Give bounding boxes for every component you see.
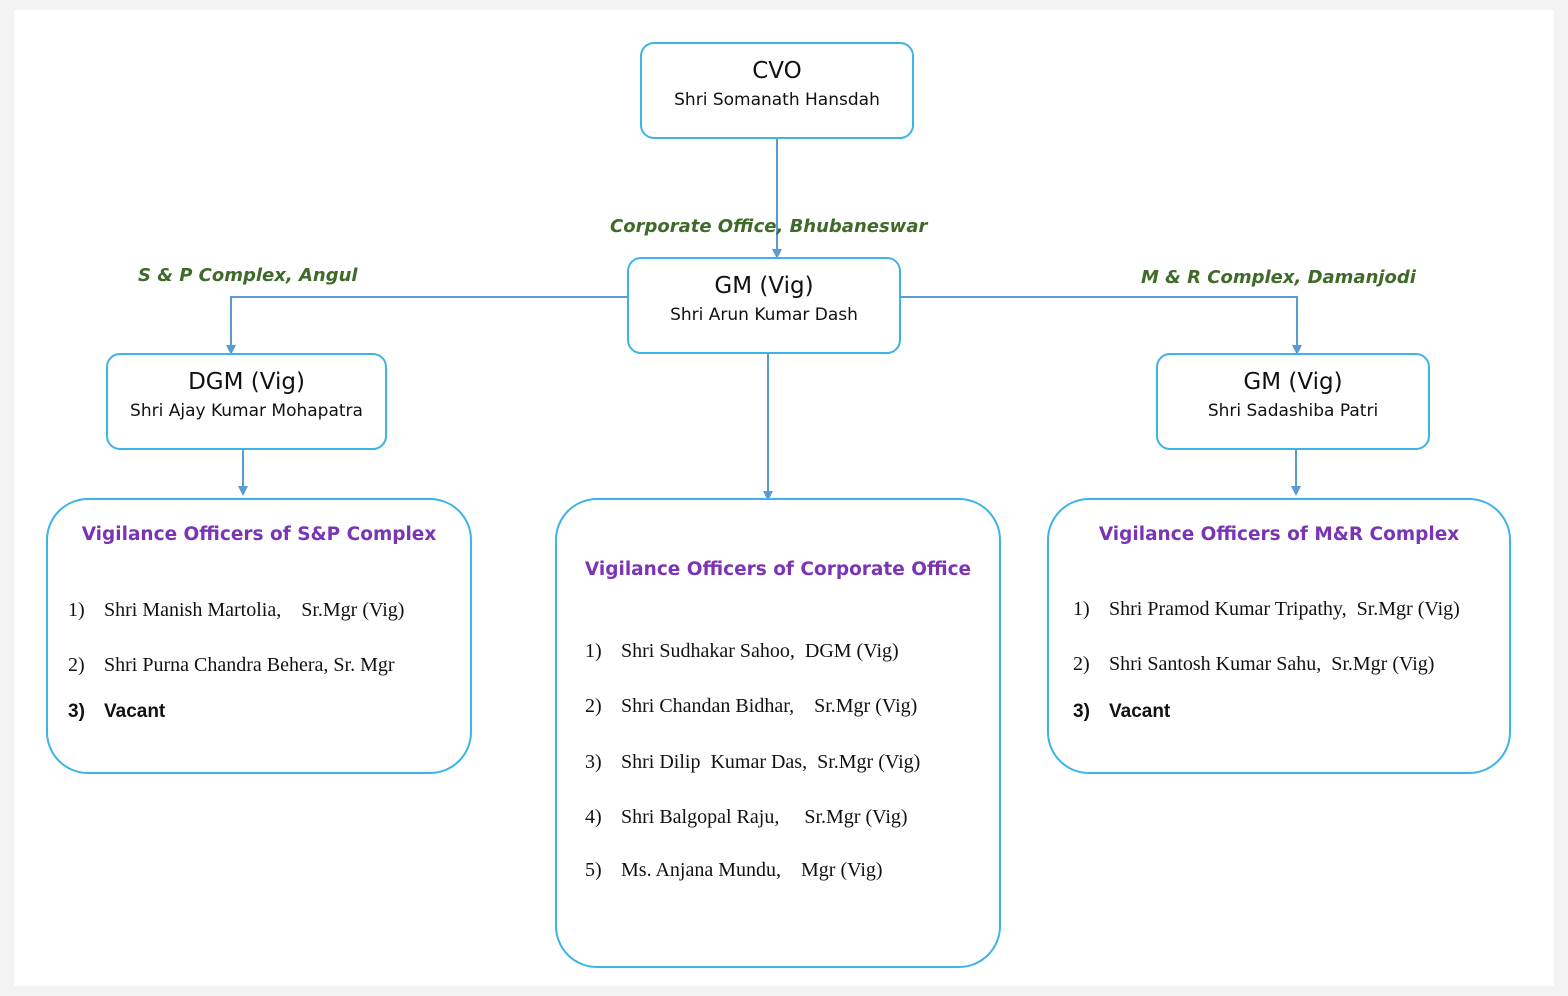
sp-officers-title: Vigilance Officers of S&P Complex bbox=[81, 524, 437, 545]
org-chart: Corporate Office, Bhubaneswar S & P Comp… bbox=[14, 10, 1554, 986]
mr-head-node: GM (Vig) Shri Sadashiba Patri bbox=[1156, 353, 1430, 450]
sp-officers-group: Vigilance Officers of S&P Complex 1)Shri… bbox=[46, 498, 472, 774]
connector-gm-to-sp-head bbox=[226, 296, 627, 355]
list-item: 3)Vacant bbox=[68, 701, 166, 722]
corporate-head-node: GM (Vig) Shri Arun Kumar Dash bbox=[627, 257, 901, 354]
mr-officers-title: Vigilance Officers of M&R Complex bbox=[1098, 524, 1460, 545]
cvo-name: Shri Somanath Hansdah bbox=[674, 90, 880, 110]
list-item: 3)Shri Dilip Kumar Das, Sr.Mgr (Vig) bbox=[585, 751, 921, 773]
corporate-location-label: Corporate Office, Bhubaneswar bbox=[610, 216, 928, 237]
cvo-node: CVO Shri Somanath Hansdah bbox=[640, 42, 914, 139]
connector-gm-to-mr-head bbox=[900, 296, 1302, 355]
list-item: 2)Shri Santosh Kumar Sahu, Sr.Mgr (Vig) bbox=[1073, 653, 1435, 675]
list-item: 1)Shri Manish Martolia, Sr.Mgr (Vig) bbox=[68, 599, 405, 621]
cvo-role: CVO bbox=[752, 58, 802, 84]
list-item: 5)Ms. Anjana Mundu, Mgr (Vig) bbox=[585, 859, 883, 881]
corporate-officers-title: Vigilance Officers of Corporate Office bbox=[584, 559, 972, 580]
mr-location-label: M & R Complex, Damanjodi bbox=[1141, 267, 1416, 288]
mr-officers-group: Vigilance Officers of M&R Complex 1)Shri… bbox=[1047, 498, 1511, 774]
sp-head-name: Shri Ajay Kumar Mohapatra bbox=[130, 401, 363, 421]
sp-head-node: DGM (Vig) Shri Ajay Kumar Mohapatra bbox=[106, 353, 387, 450]
list-item: 4)Shri Balgopal Raju, Sr.Mgr (Vig) bbox=[585, 806, 908, 828]
sp-head-role: DGM (Vig) bbox=[188, 369, 305, 395]
corporate-officers-group: Vigilance Officers of Corporate Office 1… bbox=[555, 498, 1001, 968]
corporate-head-role: GM (Vig) bbox=[714, 273, 814, 299]
corporate-head-name: Shri Arun Kumar Dash bbox=[670, 305, 858, 325]
list-item: 2)Shri Purna Chandra Behera, Sr. Mgr bbox=[68, 654, 395, 676]
connector-lines bbox=[226, 139, 1302, 501]
mr-head-name: Shri Sadashiba Patri bbox=[1207, 401, 1379, 421]
list-item: 2)Shri Chandan Bidhar, Sr.Mgr (Vig) bbox=[585, 695, 918, 717]
list-item: 3)Vacant bbox=[1073, 701, 1171, 722]
list-item: 1)Shri Pramod Kumar Tripathy, Sr.Mgr (Vi… bbox=[1073, 598, 1460, 620]
sp-location-label: S & P Complex, Angul bbox=[138, 265, 358, 286]
list-item: 1)Shri Sudhakar Sahoo, DGM (Vig) bbox=[585, 640, 899, 662]
mr-head-role: GM (Vig) bbox=[1243, 369, 1343, 395]
